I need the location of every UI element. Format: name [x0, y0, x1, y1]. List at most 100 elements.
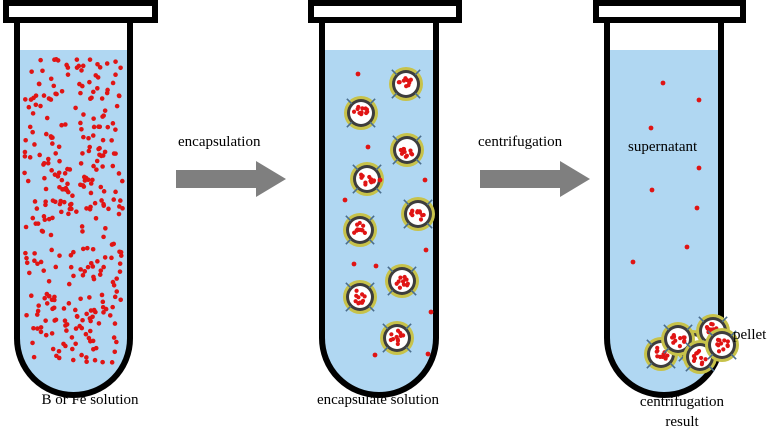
- capsule-particle: [356, 295, 361, 300]
- particle-dot: [78, 90, 83, 96]
- particle-dot: [54, 91, 59, 97]
- particle-dot: [91, 163, 96, 169]
- particle-dot: [95, 86, 100, 91]
- particle-dot: [27, 270, 32, 276]
- particle-dot: [88, 181, 94, 186]
- particle-dot: [83, 331, 89, 337]
- capsule-particle: [354, 288, 359, 293]
- capsule-particle: [388, 337, 393, 343]
- particle-dot: [80, 63, 86, 69]
- capsule-spike: [686, 324, 693, 331]
- particle-dot: [53, 151, 58, 156]
- free-particle: [422, 177, 428, 183]
- particle-dot: [96, 321, 102, 326]
- capsule-particle: [655, 348, 660, 354]
- particle-dot: [112, 321, 118, 326]
- particle-dot: [87, 206, 93, 212]
- particle-dot: [113, 72, 118, 78]
- particle-dot: [76, 63, 82, 69]
- free-particle: [351, 261, 357, 267]
- particle-dot: [24, 255, 29, 261]
- particle-dot: [49, 168, 54, 173]
- particle-dot: [119, 178, 125, 184]
- capsule-particle: [404, 277, 409, 282]
- capsule-particle: [725, 343, 730, 348]
- particle-dot: [22, 149, 28, 155]
- particle-dot: [44, 301, 50, 306]
- particle-dot: [37, 152, 42, 158]
- particle-dot: [80, 151, 85, 156]
- particle-dot: [74, 314, 80, 319]
- capsule-particle: [360, 106, 365, 111]
- capsule-particle: [357, 110, 362, 116]
- particle-dot: [24, 312, 29, 318]
- particle-dot: [111, 151, 117, 156]
- particle-dot: [59, 122, 64, 128]
- capsule-spike: [410, 289, 417, 296]
- particle-dot: [90, 264, 96, 269]
- particle-dot: [99, 96, 105, 101]
- free-particle: [696, 165, 702, 171]
- particle-dot: [67, 202, 73, 208]
- particle-dot: [50, 215, 55, 221]
- capsule-spike: [663, 347, 670, 354]
- particle-dot: [87, 328, 93, 334]
- particle-dot: [44, 115, 50, 121]
- particle-dot: [80, 229, 85, 234]
- particle-dot: [99, 198, 104, 203]
- capsule-particle: [721, 347, 726, 352]
- capsule-particle: [703, 357, 708, 362]
- particle-dot: [48, 134, 54, 139]
- particle-dot: [95, 61, 100, 67]
- free-particle: [684, 244, 690, 250]
- particle-dot: [71, 249, 76, 255]
- particle-dot: [48, 232, 54, 238]
- caption-tube-1-line-1: B or Fe solution: [41, 392, 139, 408]
- particle-dot: [78, 267, 83, 272]
- capsule-spike: [646, 362, 653, 369]
- capsule-spike: [345, 238, 352, 245]
- particle-dot: [113, 59, 118, 64]
- particle-dot: [113, 127, 118, 132]
- particle-dot: [111, 335, 117, 340]
- capsule-spike: [391, 92, 398, 99]
- particle-dot: [93, 309, 98, 315]
- capsule-particle: [363, 106, 368, 111]
- capsule-7: [385, 264, 419, 298]
- test-tube-3: [593, 0, 746, 398]
- free-particle: [373, 263, 379, 269]
- capsule-4: [350, 162, 384, 196]
- particle-dot: [109, 138, 114, 143]
- particle-dot: [53, 317, 59, 323]
- particle-dot: [114, 276, 119, 281]
- particle-dot: [49, 247, 54, 253]
- particle-dot: [30, 215, 36, 221]
- particle-dot: [95, 75, 101, 80]
- capsule-spike: [391, 69, 398, 76]
- capsule-particle: [407, 80, 412, 85]
- particle-dot: [23, 224, 29, 230]
- particle-dot: [57, 158, 62, 164]
- pellet-capsule-6: [705, 328, 739, 362]
- particle-dot: [56, 170, 62, 176]
- capsule-particle: [655, 345, 660, 350]
- capsule-spike: [730, 353, 737, 360]
- particle-dot: [27, 124, 33, 130]
- particle-dot: [57, 184, 62, 190]
- particle-dot: [91, 276, 97, 282]
- particle-dot: [114, 103, 120, 109]
- particle-dot: [35, 326, 40, 331]
- particle-dot: [43, 131, 49, 137]
- capsule-particle: [698, 355, 704, 361]
- capsule-spike: [405, 323, 412, 330]
- particle-dot: [38, 329, 44, 335]
- particle-dot: [66, 301, 72, 306]
- particle-dot: [102, 108, 108, 113]
- capsule-particle: [398, 147, 403, 153]
- capsule-particle: [715, 342, 720, 347]
- particle-dot: [87, 57, 93, 62]
- capsule-spike: [708, 365, 715, 372]
- arrow-centrifugation: [480, 161, 590, 197]
- particle-dot: [62, 171, 68, 176]
- particle-dot: [51, 83, 57, 89]
